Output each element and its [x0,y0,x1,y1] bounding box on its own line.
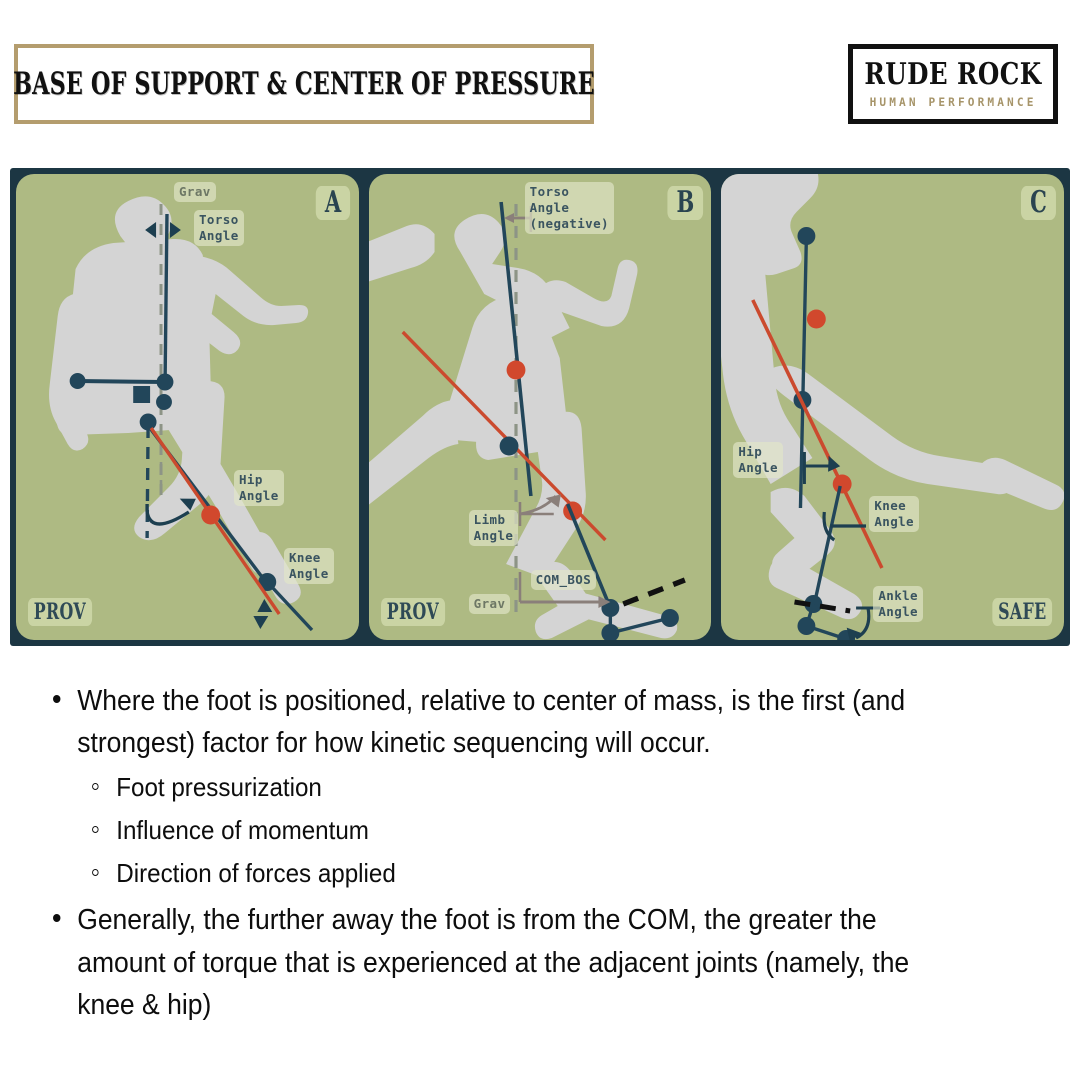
panel-b-status-badge: PROV [380,597,445,626]
panel-a-grav-label: Grav [174,182,216,202]
sub-bullet-text: Foot pressurization [116,772,322,803]
limb-reference-line-a [145,425,163,539]
panel-a-knee-angle-label: Knee Angle [284,548,334,584]
panel-c-graphic [721,174,1065,640]
panel-c-badge-letter: C [1021,186,1057,221]
sub-bullet-marker-icon [92,868,99,876]
panel-row: Grav Torso Angle Hip Angle Knee Angle A … [10,168,1070,646]
sub-bullet-marker-icon [92,825,99,833]
panel-a-torso-angle-label: Torso Angle [194,210,244,246]
sub-bullet-item: Foot pressurization [77,768,970,807]
bullet-item: Where the foot is positioned, relative t… [40,680,970,893]
com-bos-arrow-b [518,572,611,608]
bullet-item: Generally, the further away the foot is … [40,899,970,1026]
com-line-c [751,299,884,569]
bullet-marker-icon [53,694,61,703]
page-title: BASE OF SUPPORT & CENTER OF PRESSURE [13,66,595,102]
silhouette-a [49,196,309,604]
panel-a-hip-angle-label: Hip Angle [234,470,284,506]
biomechanics-figure: Grav Torso Angle Hip Angle Knee Angle A … [10,168,1070,646]
brand-logo-name: RUDE ROCK [864,56,1042,92]
panel-b-grav-label: Grav [468,594,511,614]
brand-logo: RUDE ROCK HUMAN PERFORMANCE [848,44,1058,124]
panel-c-knee-angle-label: Knee Angle [869,496,919,532]
bullet-text: Where the foot is positioned, relative t… [77,685,906,760]
pelvis-segment-a [69,373,174,431]
panel-b: Torso Angle (negative) Limb Angle COM_BO… [368,174,712,640]
panel-b-com-bos-label: COM_BOS [530,570,597,590]
sub-bullet-text: Direction of forces applied [116,858,396,889]
knee-angle-arc-c [822,511,867,542]
ground-dashed-line-b [621,577,686,607]
shank-segment-a [266,580,314,632]
shank-segment-b [565,503,679,640]
panel-c-status-badge: SAFE [991,597,1053,626]
bullet-text: Generally, the further away the foot is … [77,904,910,1021]
torso-segment-a [163,213,169,391]
limb-angle-arc-b [518,494,561,526]
bullet-list-level2: Foot pressurization Influence of momentu… [77,768,970,893]
panel-b-badge-letter: B [667,186,704,221]
panel-c-ankle-angle-label: Ankle Angle [873,586,923,622]
angle-markers-a [145,222,273,629]
ground-dashed-line-c [794,599,851,614]
panel-c: Hip Angle Knee Angle Ankle Angle C SAFE [721,174,1065,640]
sub-bullet-item: Direction of forces applied [77,854,970,893]
page-title-inner: BASE OF SUPPORT & CENTER OF PRESSURE [13,56,595,112]
bullet-list-level1: Where the foot is positioned, relative t… [40,680,1040,1026]
bullet-content: Where the foot is positioned, relative t… [0,662,1080,1032]
hip-angle-arc-a [145,498,196,526]
hip-angle-arc-c [803,452,841,484]
torso-segment-b [498,201,533,497]
panel-a-status-badge: PROV [28,597,92,626]
panel-b-limb-angle-label: Limb Angle [468,510,519,546]
sub-bullet-text: Influence of momentum [116,815,369,846]
panel-b-graphic [368,201,686,640]
panel-a-badge-letter: A [316,186,351,221]
panel-a: Grav Torso Angle Hip Angle Knee Angle A … [16,174,359,640]
brand-logo-inner: RUDE ROCK HUMAN PERFORMANCE [857,53,1049,115]
panel-b-torso-angle-negative-label: Torso Angle (negative) [524,182,614,234]
panel-a-graphic [49,196,314,632]
page-header: BASE OF SUPPORT & CENTER OF PRESSURE RUD… [0,0,1080,160]
brand-logo-tagline: HUMAN PERFORMANCE [869,94,1037,109]
bullet-marker-icon [53,914,61,923]
page-title-box: BASE OF SUPPORT & CENTER OF PRESSURE [13,44,595,124]
sub-bullet-marker-icon [92,782,99,790]
com-line-a [149,427,281,615]
silhouette-c [721,174,1065,620]
panel-c-hip-angle-label: Hip Angle [733,442,783,478]
sub-bullet-item: Influence of momentum [77,811,970,850]
